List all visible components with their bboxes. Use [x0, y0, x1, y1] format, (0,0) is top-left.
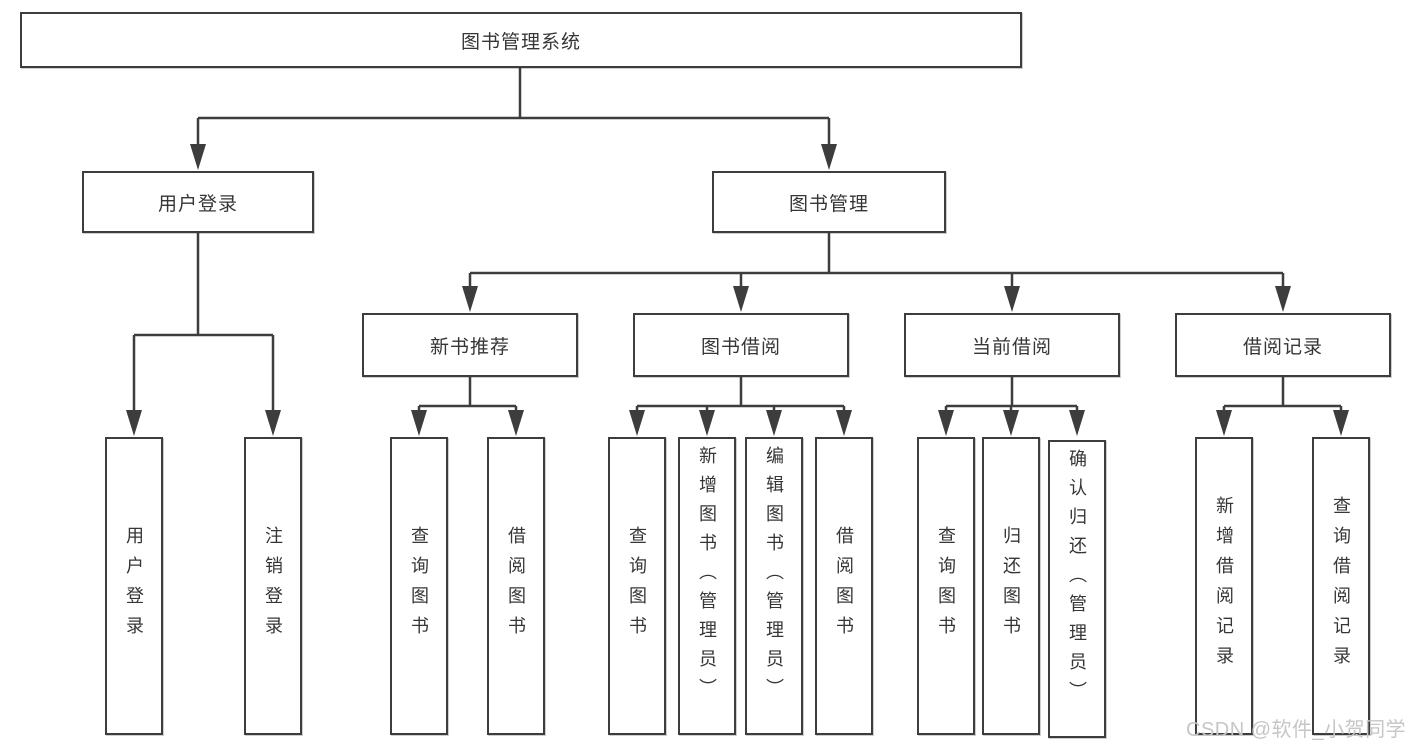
leaf-return-books: 归还图书: [982, 437, 1040, 735]
connector-new-book-to-leaves: [411, 377, 524, 436]
leaf-add-borrow-record-label: 新增借阅记录: [1214, 496, 1234, 676]
node-new-book-recommend: 新书推荐: [362, 313, 578, 377]
leaf-logout: 注销登录: [244, 437, 302, 735]
leaf-confirm-return-admin: 确认归还（管理员）: [1048, 440, 1106, 738]
leaf-edit-books-admin: 编辑图书（管理员）: [745, 437, 803, 735]
leaf-query-books-recommend-label: 查询图书: [409, 526, 429, 646]
leaf-query-books-recommend: 查询图书: [390, 437, 448, 735]
leaf-user-login-label: 用户登录: [124, 526, 144, 646]
connector-root-to-level2: [190, 68, 837, 170]
leaf-confirm-return-admin-label: 确认归还（管理员）: [1067, 449, 1087, 710]
connector-borrow-record-to-leaves: [1216, 377, 1349, 436]
leaf-borrow-books-recommend-label: 借阅图书: [506, 526, 526, 646]
watermark: CSDN @软件_小贺同学: [1186, 719, 1405, 741]
leaf-query-books-borrow: 查询图书: [608, 437, 666, 735]
leaf-query-books-current-label: 查询图书: [936, 526, 956, 646]
node-book-management-system: 图书管理系统: [20, 12, 1022, 68]
leaf-user-login: 用户登录: [105, 437, 163, 735]
leaf-query-books-borrow-label: 查询图书: [627, 526, 647, 646]
leaf-query-borrow-record-label: 查询借阅记录: [1331, 496, 1351, 676]
connector-book-mgmt-to-level3: [462, 233, 1291, 312]
leaf-borrow-books: 借阅图书: [815, 437, 873, 735]
leaf-add-books-admin: 新增图书（管理员）: [678, 437, 736, 735]
node-book-management: 图书管理: [712, 171, 946, 233]
leaf-query-books-current: 查询图书: [917, 437, 975, 735]
leaf-return-books-label: 归还图书: [1001, 526, 1021, 646]
leaf-add-borrow-record: 新增借阅记录: [1195, 437, 1253, 735]
leaf-edit-books-admin-label: 编辑图书（管理员）: [764, 446, 784, 707]
connector-book-borrow-to-leaves: [629, 377, 852, 436]
leaf-borrow-books-recommend: 借阅图书: [487, 437, 545, 735]
node-book-borrow: 图书借阅: [633, 313, 849, 377]
node-user-login: 用户登录: [82, 171, 314, 233]
leaf-borrow-books-label: 借阅图书: [834, 526, 854, 646]
leaf-add-books-admin-label: 新增图书（管理员）: [697, 446, 717, 707]
leaf-logout-label: 注销登录: [263, 526, 283, 646]
connector-current-borrow-to-leaves: [938, 377, 1085, 436]
node-current-borrow: 当前借阅: [904, 313, 1120, 377]
leaf-query-borrow-record: 查询借阅记录: [1312, 437, 1370, 735]
connector-user-login-to-leaves: [126, 233, 281, 436]
node-borrow-records: 借阅记录: [1175, 313, 1391, 377]
